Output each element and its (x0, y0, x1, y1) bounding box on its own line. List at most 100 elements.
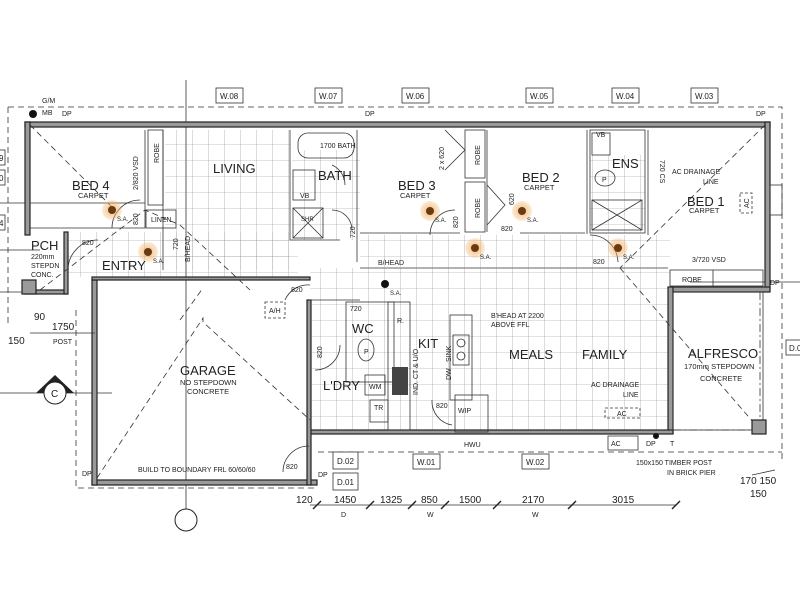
dp-label: DP (756, 111, 766, 118)
room-ldry: L'DRY (323, 378, 360, 393)
dim-code: W (532, 512, 539, 519)
room-bath: BATH (318, 168, 352, 183)
cooktop (392, 367, 408, 395)
smoke-alarm-icon: S.A. (138, 242, 165, 265)
door-size: 620 (509, 193, 516, 205)
dim-code: W (427, 512, 434, 519)
bhead-label: B/HEAD (378, 260, 404, 267)
door-size: 820 (291, 287, 303, 294)
vsd-label: 2/820 VSD (133, 156, 140, 190)
door-size: 820 (133, 213, 140, 225)
left-tag: 4 (0, 214, 6, 231)
smoke-alarm-icon: S.A. (465, 238, 492, 261)
dim-label: 150 (8, 336, 25, 347)
window-tag-w08: W.08 (215, 87, 244, 104)
svg-text:W.07: W.07 (319, 92, 338, 101)
dimension-tick (312, 500, 322, 510)
svg-text:W.04: W.04 (616, 92, 635, 101)
dim-label: 1450 (334, 495, 357, 506)
ac-unit-dashed (604, 407, 641, 419)
boundary-note: BUILD TO BOUNDARY FRL 60/60/60 (138, 467, 256, 474)
dim-code: D (341, 512, 346, 519)
pan-label: P (364, 349, 369, 356)
dp-label: DP (365, 111, 375, 118)
sink-label: SINK (446, 345, 453, 362)
svg-text:9: 9 (0, 154, 4, 163)
dp-label: DP (646, 441, 656, 448)
dp-label: DP (62, 111, 72, 118)
pan-label: P (602, 177, 607, 184)
ac-label: AC (617, 411, 627, 418)
room-bed3: BED 3 (398, 178, 436, 193)
robe-label: ROBE (475, 198, 482, 218)
mb-label: MB (42, 110, 53, 117)
ac-label: AC (611, 441, 621, 448)
door-tag-d0: D.0 (785, 339, 800, 356)
dimension-tick (671, 500, 681, 510)
door-tag-d01: D.01 (332, 472, 359, 491)
bath-shower (292, 207, 324, 239)
door-size: 720 (173, 238, 180, 250)
dw-label: DW (446, 368, 453, 380)
gm-label: G/M (42, 98, 55, 105)
fridge-label: R. (397, 318, 404, 325)
post-label: POST (53, 339, 73, 346)
ac-outdoor-bed1 (769, 184, 783, 216)
ac-label: AC (744, 198, 751, 208)
robe-label: ROBE (682, 277, 702, 284)
alfresco-note: 170mm STEPDOWN (684, 362, 754, 371)
kitchen-sink (452, 334, 470, 366)
ens-toilet (594, 169, 616, 187)
bathtub (297, 132, 355, 159)
sa-label: S.A. (435, 218, 447, 224)
ac-drainage-label: LINE (703, 179, 719, 186)
bhead-note: ABOVE FFL (491, 322, 530, 329)
room-bed2-floor: CARPET (524, 183, 555, 192)
dim-label: 150 (750, 489, 767, 500)
ac-unit-bed1 (739, 192, 753, 214)
post-note: IN BRICK PIER (667, 470, 716, 477)
room-entry: ENTRY (102, 258, 146, 273)
left-tag: 9 (0, 149, 6, 166)
window-tag-w03: W.03 (690, 87, 719, 104)
dim-label: 1500 (459, 495, 482, 506)
svg-text:W.03: W.03 (695, 92, 714, 101)
ac-drainage-label: AC DRAINAGE (591, 382, 640, 389)
room-kit: KIT (418, 336, 438, 351)
door-tag-d02: D.02 (332, 451, 359, 470)
hwu-label: HWU (464, 442, 481, 449)
svg-text:W.06: W.06 (406, 92, 425, 101)
ac-outdoor-unit (607, 435, 639, 451)
ac-drainage-label: LINE (623, 392, 639, 399)
door-size: 820 (286, 464, 298, 471)
svg-text:W.08: W.08 (220, 92, 239, 101)
robe-label: ROBE (475, 145, 482, 165)
dim-label: 1750 (52, 322, 75, 333)
pch-note: STEPDN (31, 263, 59, 270)
sa-label: S.A. (390, 291, 402, 297)
door-size: 820 (82, 240, 94, 247)
post-note: 150x150 TIMBER POST (636, 460, 713, 467)
shr-label: SHR (301, 217, 314, 223)
vanity-basin (292, 169, 316, 201)
fixtures (21, 110, 783, 532)
svg-text:0: 0 (0, 174, 4, 183)
roof-hip-lines (29, 124, 766, 479)
room-meals: MEALS (509, 347, 553, 362)
cs-label: 720 CS (658, 160, 665, 184)
dim-label: 1325 (380, 495, 403, 506)
sa-label: S.A. (153, 259, 165, 265)
smoke-alarm-icon: S.A. (420, 201, 447, 224)
svg-text:W.01: W.01 (417, 458, 436, 467)
window-tag-w02: W.02 (521, 453, 550, 470)
pch-note: 220mm (31, 254, 55, 261)
window-tag-w01: W.01 (412, 453, 441, 470)
dimensions: 120 1450 1325 850 1500 2170 3015 D W W 9… (8, 312, 777, 519)
garage-note: NO STEPDOWN (180, 378, 237, 387)
air-handler (264, 301, 286, 319)
brick-pier (751, 419, 767, 435)
bath-tub-label: 1700 BATH (320, 143, 356, 150)
pch-pier (21, 279, 37, 295)
walls (24, 121, 771, 486)
